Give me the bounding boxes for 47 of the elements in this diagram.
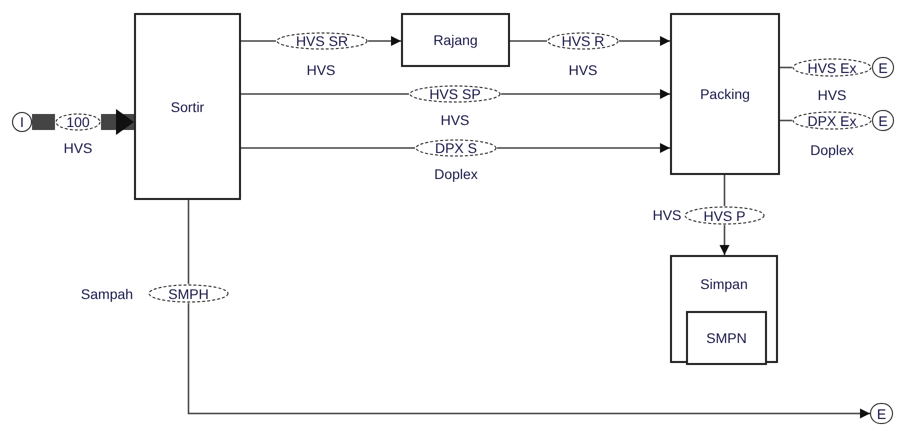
flow-line: [188, 200, 190, 284]
flow-line: [724, 175, 726, 206]
terminal-label: I: [20, 115, 24, 129]
process-label: Rajang: [433, 33, 478, 47]
flow-name: 100: [66, 115, 90, 129]
flow-line: [619, 36, 670, 46]
process-box: [134, 13, 241, 200]
flow-line: [241, 93, 409, 95]
flow-name: HVS R: [562, 34, 604, 48]
process-label: Sortir: [170, 100, 204, 114]
process-label: Packing: [700, 87, 750, 101]
flow-label: HVS: [306, 63, 336, 77]
process-box: [670, 255, 778, 363]
flow-name: HVS Ex: [807, 60, 856, 74]
flow-line: [188, 303, 870, 418]
flow-line: [497, 143, 670, 153]
flow-name: SMPH: [168, 286, 209, 300]
process-label: SMPN: [706, 331, 747, 345]
flow-name: DPX Ex: [807, 114, 856, 128]
terminal-label: E: [878, 60, 888, 74]
flow-label: HVS: [440, 113, 470, 127]
flow-line: [501, 89, 670, 99]
flow-label: HVS: [64, 141, 92, 155]
flow-name: DPX S: [434, 141, 477, 155]
flow-label: Sampah: [80, 287, 134, 301]
flow-label: HVS: [652, 208, 682, 222]
flow-line: [510, 40, 547, 42]
terminal-label: E: [878, 114, 888, 128]
flow-name: HVS P: [703, 208, 746, 222]
flow-line: [368, 36, 401, 46]
flow-line: [780, 66, 792, 68]
flow-label: Doplex: [810, 143, 854, 157]
flow-label: HVS: [818, 88, 846, 102]
flow-line: [780, 120, 792, 122]
flow-name: HVS SP: [429, 87, 481, 101]
process-box: [401, 13, 510, 67]
flow-line: [241, 147, 415, 149]
thick-arrow: [101, 109, 134, 135]
flow-line: [720, 225, 730, 255]
process-label: Simpan: [700, 277, 748, 291]
flow-line: [241, 40, 276, 42]
process-box: [670, 13, 780, 175]
flow-label: Doplex: [434, 167, 478, 181]
process-box: [686, 311, 767, 365]
terminal-label: E: [876, 406, 886, 420]
flow-label: HVS: [568, 63, 598, 77]
flow-name: HVS SR: [296, 34, 348, 48]
